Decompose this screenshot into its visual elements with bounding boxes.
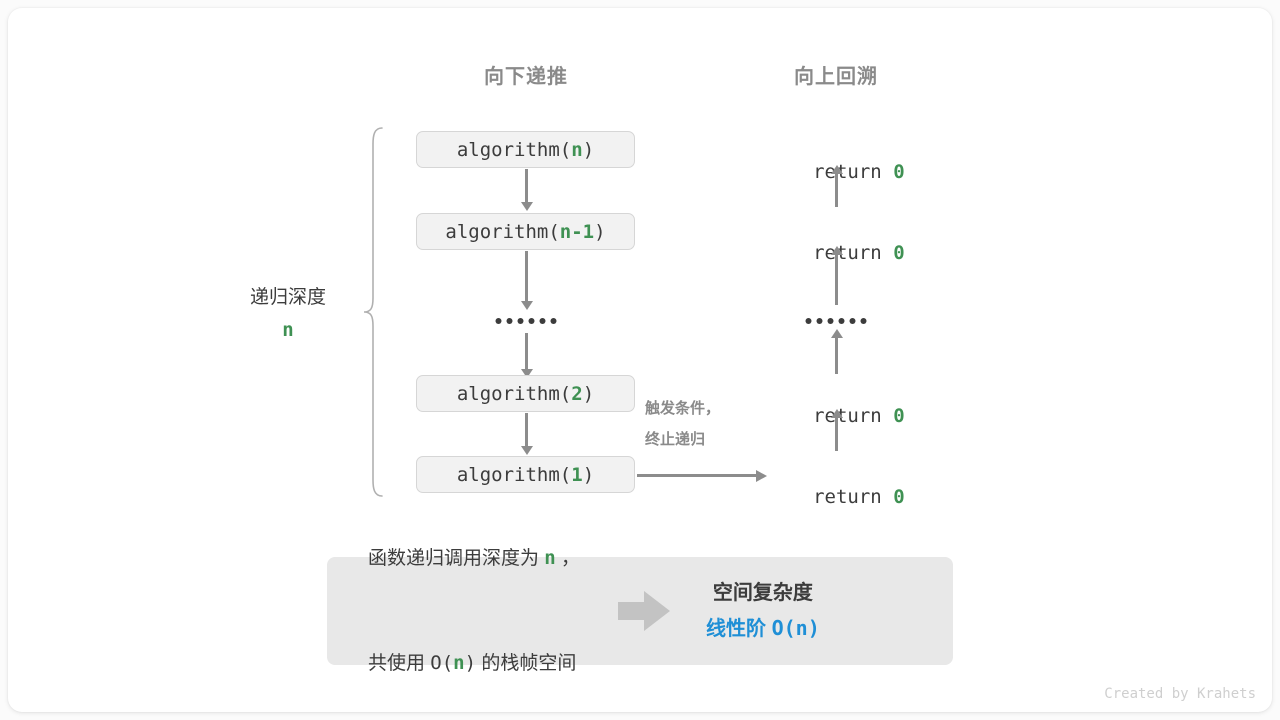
complexity-value: 线性阶 O(n) bbox=[706, 611, 820, 647]
call-box-1[interactable]: algorithm(1) bbox=[416, 456, 635, 493]
return-keyword: return bbox=[813, 405, 894, 427]
termination-note-line2: 终止递归 bbox=[645, 431, 706, 448]
return-value: 0 bbox=[893, 405, 905, 427]
summary-line1-text-a: 函数递归调用深度为 bbox=[368, 548, 545, 569]
complexity-big-o: O(n) bbox=[771, 615, 820, 640]
return-keyword: return bbox=[813, 242, 894, 264]
summary-line2-n: n bbox=[453, 652, 465, 674]
implies-arrow-icon bbox=[618, 591, 671, 631]
call-box-suffix: ) bbox=[582, 463, 595, 486]
up-arrow-3 bbox=[835, 336, 838, 374]
recursion-depth-value: n bbox=[282, 319, 294, 341]
column-header-downward: 向下递推 bbox=[484, 66, 568, 88]
summary-line1-text-b: ， bbox=[555, 548, 581, 569]
return-value: 0 bbox=[893, 242, 905, 264]
column-header-upward: 向上回溯 bbox=[794, 66, 878, 88]
summary-line-2: 共使用 O(n) 的栈帧空间 bbox=[368, 646, 580, 681]
up-arrow-4 bbox=[835, 416, 838, 451]
call-box-prefix: algorithm( bbox=[456, 463, 572, 486]
termination-note-line1: 触发条件， bbox=[645, 400, 721, 417]
down-arrow-2 bbox=[525, 251, 528, 303]
complexity-result: 空间复杂度 线性阶 O(n) bbox=[706, 576, 820, 647]
summary-line2-text-a: 共使用 bbox=[368, 653, 431, 674]
call-box-n[interactable]: algorithm(n) bbox=[416, 131, 635, 168]
down-arrow-3 bbox=[525, 333, 528, 371]
summary-line2-text-b: 的栈帧空间 bbox=[476, 653, 577, 674]
call-box-prefix: algorithm( bbox=[445, 220, 560, 243]
return-column-ellipsis bbox=[805, 318, 867, 324]
call-box-suffix: ) bbox=[582, 382, 595, 405]
call-box-arg: n-1 bbox=[559, 220, 595, 243]
call-box-2[interactable]: algorithm(2) bbox=[416, 375, 635, 412]
call-box-suffix: ) bbox=[594, 220, 606, 243]
call-box-prefix: algorithm( bbox=[456, 382, 572, 405]
call-box-suffix: ) bbox=[582, 138, 595, 161]
call-box-arg: 2 bbox=[571, 382, 583, 405]
recursion-depth-brace bbox=[363, 127, 383, 497]
call-box-arg: 1 bbox=[571, 463, 583, 486]
return-keyword: return bbox=[813, 486, 894, 508]
summary-line2-o: O( bbox=[430, 652, 454, 674]
credit-text: Created by Krahets bbox=[1104, 686, 1256, 702]
call-column-ellipsis bbox=[495, 318, 557, 324]
complexity-title: 空间复杂度 bbox=[712, 581, 813, 604]
termination-note: 触发条件， 终止递归 bbox=[645, 393, 720, 455]
summary-line-1: 函数递归调用深度为 n ， bbox=[368, 541, 580, 576]
return-value: 0 bbox=[893, 486, 905, 508]
complexity-order-label: 线性阶 bbox=[706, 617, 772, 640]
up-arrow-1 bbox=[835, 172, 838, 207]
termination-transfer-arrow bbox=[637, 474, 757, 477]
call-box-n-1[interactable]: algorithm(n-1) bbox=[416, 213, 635, 250]
recursion-depth-label: 递归深度 n bbox=[250, 282, 326, 341]
summary-line2-close-paren: ) bbox=[464, 652, 477, 674]
call-box-arg: n bbox=[571, 138, 583, 161]
call-box-prefix: algorithm( bbox=[456, 138, 572, 161]
recursion-depth-text: 递归深度 bbox=[249, 287, 327, 308]
summary-line1-n: n bbox=[544, 547, 556, 569]
return-value: 0 bbox=[893, 161, 905, 183]
down-arrow-1 bbox=[525, 169, 528, 204]
summary-panel: 函数递归调用深度为 n ， 共使用 O(n) 的栈帧空间 空间复杂度 线性阶 O… bbox=[327, 547, 953, 674]
summary-description: 函数递归调用深度为 n ， 共使用 O(n) 的栈帧空间 bbox=[368, 471, 580, 720]
return-keyword: return bbox=[813, 161, 894, 183]
return-statement-base: return 0 bbox=[767, 464, 905, 530]
down-arrow-4 bbox=[525, 413, 528, 448]
up-arrow-2 bbox=[835, 253, 838, 305]
